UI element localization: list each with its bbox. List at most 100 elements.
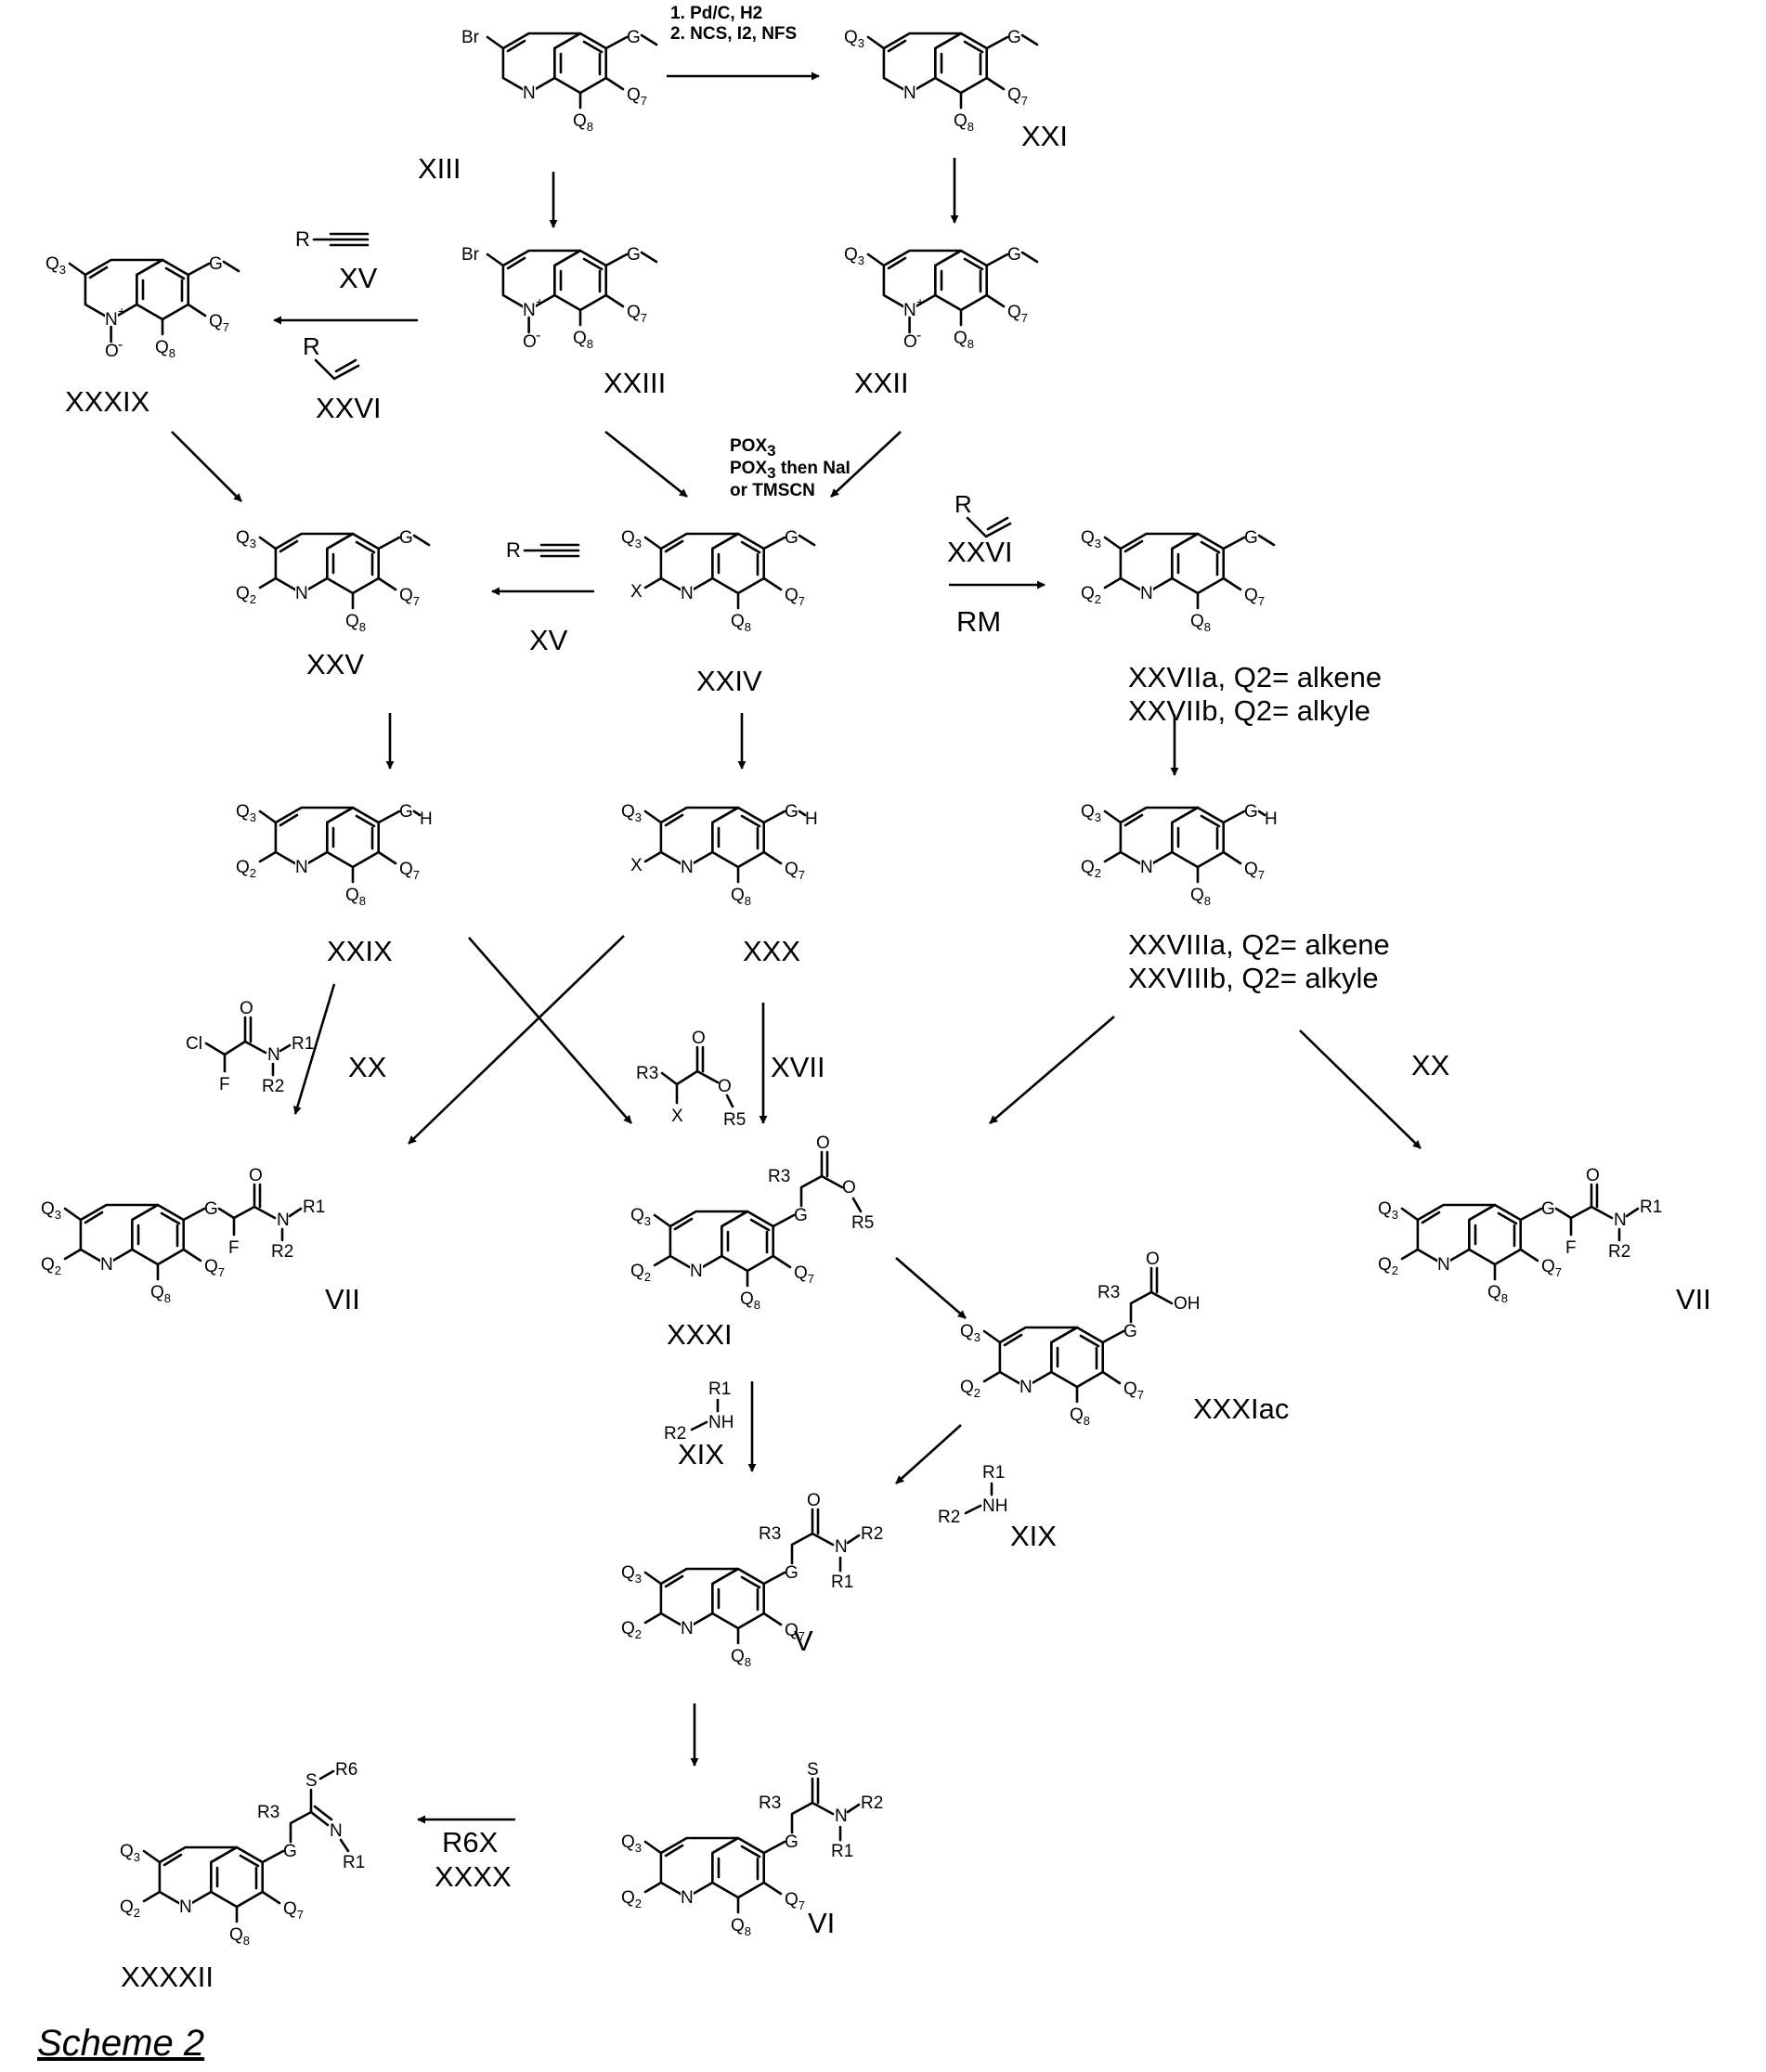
reagent-XX-right: XX — [1411, 1049, 1450, 1081]
g-linker: G — [399, 528, 413, 548]
imine-nitrogen: N — [330, 1821, 343, 1841]
structure-XXXIX: N+O-Q3Q7Q8G — [45, 254, 239, 361]
r1-group: R1 — [982, 1463, 1005, 1483]
reagent-step1-line2: 2. NCS, I2, NFS — [670, 24, 797, 44]
amide-nitrogen: N — [1614, 1211, 1627, 1230]
r-group: R — [303, 332, 320, 360]
r3-group: R3 — [759, 1524, 781, 1544]
nitrogen-atom: N — [690, 1262, 703, 1281]
q7-substituent: Q7 — [204, 1257, 225, 1279]
ester-oxygen: O — [842, 1178, 856, 1198]
structure-XXIV: NQ3XQ7Q8G — [621, 528, 814, 634]
g-linker: G — [627, 28, 641, 47]
q3-substituent: Q3 — [236, 528, 256, 550]
amide-nitrogen: N — [835, 1807, 848, 1826]
q3-substituent: Q3 — [844, 245, 864, 267]
label-XXX: XXX — [743, 935, 800, 967]
q8-substituent: Q8 — [1487, 1283, 1508, 1305]
carbonyl-oxygen: O — [816, 1133, 830, 1153]
label-XXVIIb: XXVIIb, Q2= alkyle — [1128, 694, 1370, 727]
reagent-XXXX: XXXX — [435, 1860, 512, 1893]
reagent-XIX-left: XIX — [678, 1438, 724, 1470]
g-linker: G — [794, 1206, 808, 1225]
q8-substituent: Q8 — [150, 1283, 171, 1305]
amide-nitrogen: N — [267, 1045, 280, 1065]
nitrogen-atom: N — [523, 84, 536, 103]
q3-substituent: Q3 — [1378, 1199, 1398, 1222]
arrow-XXXI-to-XXXIac — [896, 1258, 966, 1318]
q7-substituent: Q7 — [785, 860, 805, 882]
g-linker: G — [1244, 528, 1258, 548]
hydrogen-atom: H — [420, 809, 433, 829]
nitrogen-atom: N — [179, 1897, 192, 1917]
q7-substituent: Q7 — [627, 85, 647, 108]
q3-substituent: Q3 — [630, 1206, 651, 1228]
q2-substituent: Q2 — [236, 858, 256, 880]
g-linker: G — [1007, 245, 1021, 265]
q8-substituent: Q8 — [345, 612, 366, 634]
r2-group: R2 — [861, 1794, 883, 1813]
carbonyl-oxygen: O — [807, 1491, 821, 1510]
q3-substituent: Q3 — [45, 254, 66, 277]
haloester-reagent: R3XOOR5 — [636, 1029, 746, 1130]
g-linker: G — [399, 802, 413, 822]
q7-substituent: Q7 — [785, 586, 805, 608]
alkene-reagent-right: R — [954, 490, 1010, 537]
minus-charge: - — [536, 328, 540, 343]
structure-VI: NQ3Q2Q7Q8GR3SNR2R1 — [621, 1760, 883, 1938]
plus-charge: + — [536, 294, 543, 309]
q3-substituent: Q3 — [844, 28, 864, 50]
r1-group: R1 — [303, 1198, 325, 1217]
q3-substituent: Q3 — [1081, 528, 1101, 550]
g-linker: G — [204, 1199, 218, 1219]
label-XXXXII: XXXXII — [121, 1961, 214, 1993]
q7-substituent: Q7 — [1123, 1379, 1144, 1402]
nitrogen-atom: N — [295, 584, 308, 603]
halide-x: X — [630, 856, 643, 875]
hydroxyl-group: OH — [1174, 1294, 1201, 1314]
r2-group: R2 — [271, 1242, 293, 1262]
structure-XXIII: N+O-BrQ7Q8G — [461, 245, 656, 352]
r2-group: R2 — [938, 1508, 960, 1527]
arrow-XXIII-to-XXIV — [605, 432, 687, 497]
arrow-XXVIII-to-VII — [1300, 1030, 1421, 1148]
label-VI: VI — [808, 1907, 835, 1939]
hydrogen-atom: H — [1265, 809, 1278, 829]
label-XXIII: XXIII — [604, 367, 666, 399]
q2-substituent: Q2 — [1081, 584, 1101, 606]
q7-substituent: Q7 — [1244, 860, 1265, 882]
structure-VII-right: NQ3Q2Q7Q8GFONR1R2 — [1378, 1166, 1662, 1305]
label-XXVIIa: XXVIIa, Q2= alkene — [1128, 661, 1382, 693]
q8-substituent: Q8 — [954, 111, 974, 134]
alkyne-reagent-mid: R — [506, 538, 578, 562]
reagent-XXVI-right: XXVI — [947, 536, 1013, 568]
structure-XXX: NQ3XQ7Q8GH — [621, 802, 818, 908]
label-XXXIX: XXXIX — [65, 385, 150, 418]
q8-substituent: Q8 — [573, 111, 593, 134]
r-group: R — [506, 538, 521, 562]
q2-substituent: Q2 — [41, 1255, 61, 1277]
q7-substituent: Q7 — [1007, 85, 1028, 108]
q3-substituent: Q3 — [120, 1842, 140, 1864]
r5-group: R5 — [723, 1110, 746, 1130]
r3-group: R3 — [257, 1803, 279, 1822]
amine-nh: NH — [708, 1413, 734, 1432]
r-group: R — [295, 227, 310, 251]
g-linker: G — [1123, 1322, 1137, 1341]
structure-XIII: NBrQ7Q8G — [461, 28, 656, 134]
q3-substituent: Q3 — [621, 802, 642, 824]
nitrogen-atom: N — [1140, 858, 1153, 877]
q8-substituent: Q8 — [731, 886, 751, 908]
structure-VII-left: NQ3Q2Q7Q8GFONR1R2 — [41, 1166, 325, 1305]
label-XXIV: XXIV — [696, 665, 762, 697]
q3-substituent: Q3 — [41, 1199, 61, 1222]
plus-charge: + — [118, 304, 125, 318]
label-XXXIac: XXXIac — [1193, 1392, 1289, 1425]
r2-group: R2 — [262, 1077, 284, 1096]
structure-XXXI: NQ3Q2Q7Q8GR3OOR5 — [630, 1133, 874, 1312]
g-linker: G — [283, 1842, 297, 1861]
q8-substituent: Q8 — [1190, 612, 1211, 634]
chlorofluoroacetamide-reagent: ClFONR1R2 — [186, 999, 314, 1096]
q7-substituent: Q7 — [1541, 1257, 1562, 1279]
